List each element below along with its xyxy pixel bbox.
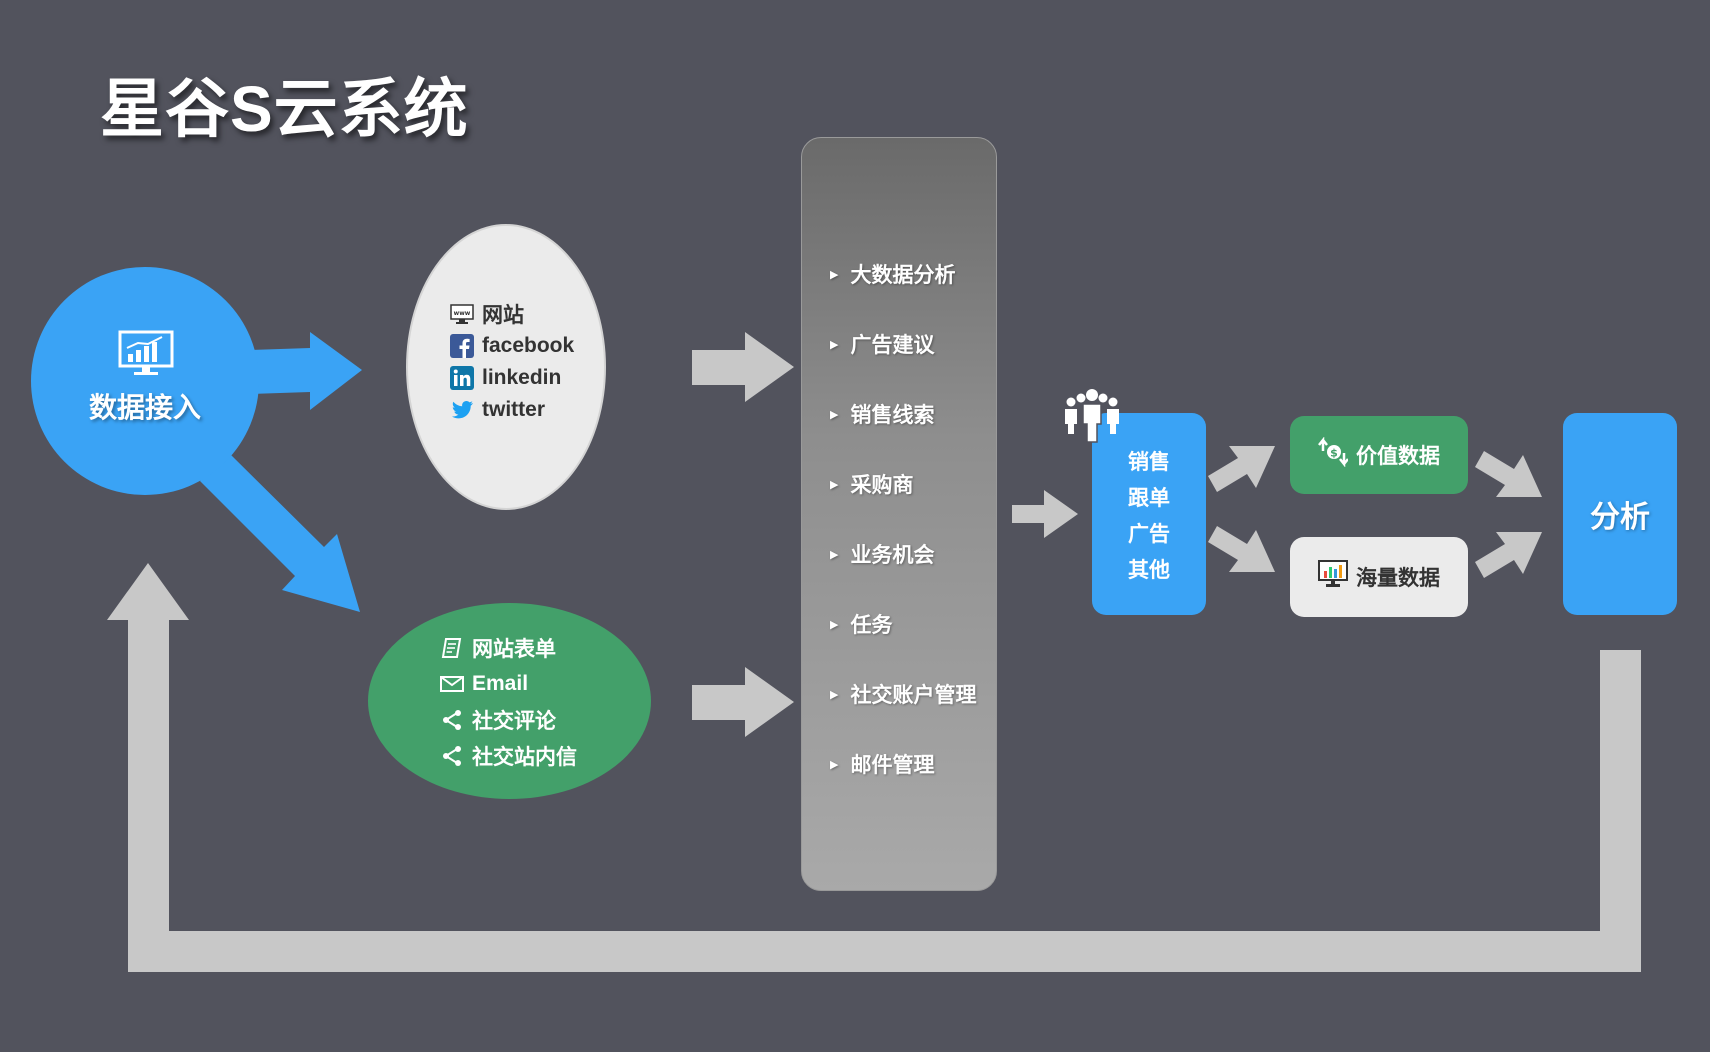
- value-to-analysis-arrow: [1475, 451, 1542, 497]
- mass-data-box: 海量数据: [1290, 537, 1468, 617]
- list-item: 社交评论: [440, 702, 577, 738]
- facebook-icon: [450, 334, 474, 358]
- sales-line: 跟单: [1128, 487, 1170, 510]
- list-item: facebook: [450, 330, 574, 362]
- data-ingestion-hub: [31, 267, 259, 495]
- online-to-panel-arrow: [692, 332, 794, 402]
- svg-text:$: $: [1330, 447, 1338, 460]
- feedback-loop-arrow: [107, 563, 1641, 972]
- list-item: ▶ 业务机会: [830, 539, 934, 569]
- website-monitor-icon: www: [450, 302, 474, 326]
- bullet-triangle-icon: ▶: [830, 688, 839, 701]
- list-item: 社交站内信: [440, 738, 577, 774]
- processing-item-label: 销售线索: [850, 404, 935, 427]
- list-item: ▶ 社交账户管理: [830, 679, 976, 709]
- value-data-label: 价值数据: [1356, 445, 1440, 468]
- processing-item-label: 任务: [850, 614, 893, 637]
- processing-item-label: 广告建议: [850, 334, 935, 357]
- money-exchange-icon: $: [1318, 436, 1349, 473]
- processing-panel: [801, 137, 997, 891]
- list-item: ▶ 大数据分析: [830, 259, 955, 289]
- page-title: 星谷S云系统: [100, 73, 469, 145]
- form-icon: [440, 636, 464, 660]
- processing-item-label: 业务机会: [850, 544, 935, 567]
- hub-to-other-arrow: [200, 452, 360, 612]
- other-sources-oval: [368, 603, 651, 799]
- source-label: twitter: [482, 398, 545, 421]
- list-item: ▶ 邮件管理: [830, 749, 934, 779]
- processing-item-label: 社交账户管理: [850, 684, 977, 707]
- processing-item-label: 采购商: [850, 474, 914, 497]
- hub-label: 数据接入: [88, 392, 201, 423]
- list-item: Email: [440, 666, 577, 702]
- other-sources-list: 网站表单 Email 社交评论 社交站内信: [440, 630, 577, 774]
- value-data-box: $ 价值数据: [1290, 416, 1468, 494]
- bullet-triangle-icon: ▶: [830, 338, 839, 351]
- online-sources-oval: [406, 224, 606, 510]
- panel-to-sales-arrow: [1012, 490, 1078, 538]
- bullet-triangle-icon: ▶: [830, 618, 839, 631]
- sales-line: 广告: [1128, 523, 1170, 546]
- bullet-triangle-icon: ▶: [830, 268, 839, 281]
- envelope-icon: [440, 672, 464, 696]
- analysis-box: 分析: [1563, 413, 1677, 615]
- hub-to-online-arrow: [250, 332, 362, 410]
- list-item: ▶ 采购商: [830, 469, 913, 499]
- linkedin-icon: [450, 366, 474, 390]
- processing-item-label: 邮件管理: [850, 754, 935, 777]
- bullet-triangle-icon: ▶: [830, 408, 839, 421]
- other-to-panel-arrow: [692, 667, 794, 737]
- svg-text:www: www: [454, 310, 471, 317]
- source-label: linkedin: [482, 366, 562, 389]
- twitter-icon: [450, 398, 474, 422]
- people-group-icon: [1062, 388, 1122, 448]
- list-item: twitter: [450, 394, 574, 426]
- online-sources-list: www 网站 facebook linkedin twitter: [450, 298, 574, 426]
- source-label: 社交站内信: [472, 746, 577, 769]
- source-label: facebook: [482, 334, 575, 357]
- list-item: www 网站: [450, 298, 574, 330]
- monitor-chart-icon: [118, 330, 174, 378]
- list-item: linkedin: [450, 362, 574, 394]
- source-label: Email: [472, 672, 529, 695]
- list-item: ▶ 广告建议: [830, 329, 934, 359]
- bullet-triangle-icon: ▶: [830, 548, 839, 561]
- bullet-triangle-icon: ▶: [830, 758, 839, 771]
- sales-box: [1092, 413, 1206, 615]
- list-item: ▶ 任务: [830, 609, 892, 639]
- share-icon: [440, 744, 464, 768]
- processing-item-label: 大数据分析: [850, 264, 956, 287]
- mass-data-label: 海量数据: [1356, 567, 1440, 590]
- sales-line: 其他: [1128, 559, 1170, 582]
- analysis-label: 分析: [1590, 501, 1650, 534]
- sales-to-mass-arrow: [1208, 526, 1275, 572]
- bullet-triangle-icon: ▶: [830, 478, 839, 491]
- source-label: 网站: [482, 304, 524, 327]
- sales-to-value-arrow: [1208, 446, 1275, 492]
- list-item: ▶ 销售线索: [830, 399, 934, 429]
- list-item: 网站表单: [440, 630, 577, 666]
- source-label: 社交评论: [472, 710, 556, 733]
- monitor-bar-chart-icon: [1318, 560, 1348, 594]
- mass-to-analysis-arrow: [1475, 532, 1542, 578]
- sales-line: 销售: [1128, 451, 1170, 474]
- source-label: 网站表单: [472, 638, 556, 661]
- share-icon: [440, 708, 464, 732]
